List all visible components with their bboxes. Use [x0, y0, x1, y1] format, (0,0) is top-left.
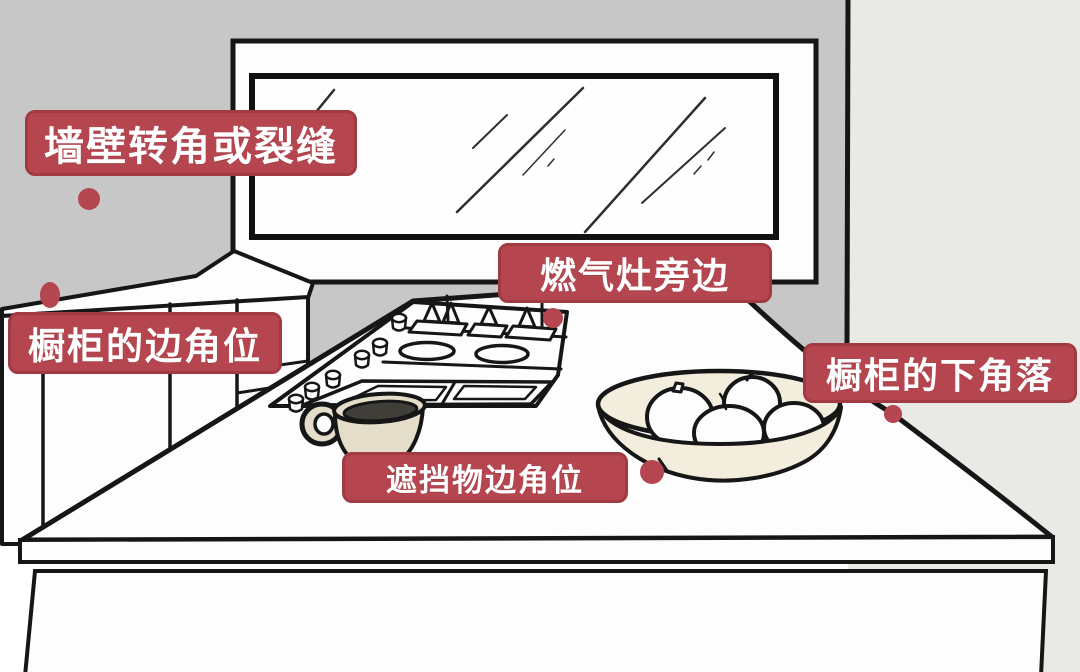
callout-dot-blocking-object-corner — [640, 460, 664, 484]
callout-dot-wall-corner-or-crack — [78, 188, 100, 210]
callout-dot-beside-gas-stove — [543, 308, 563, 328]
wall-corner-line — [844, 0, 851, 346]
island-base — [23, 569, 1049, 672]
burner-grates — [407, 294, 558, 342]
stove-knobs — [287, 312, 408, 413]
gas-stove — [268, 294, 569, 413]
callout-dot-cabinet-lower-corner — [884, 405, 902, 423]
callout-label-cabinet-lower-corner: 橱柜的下角落 — [803, 343, 1077, 403]
coffee-surface — [342, 399, 419, 423]
callout-dot-cabinet-edge-corner — [40, 282, 60, 308]
callout-label-cabinet-edge-corner: 橱柜的边角位 — [8, 312, 282, 374]
callout-label-wall-corner-or-crack: 墙壁转角或裂缝 — [25, 110, 357, 176]
burner-ring-left — [398, 340, 456, 362]
burner-ring-right — [474, 343, 530, 365]
callout-label-beside-gas-stove: 燃气灶旁边 — [498, 243, 772, 303]
island-edge-band — [18, 534, 1055, 564]
coffee-mug — [299, 391, 427, 468]
callout-label-blocking-object-corner: 遮挡物边角位 — [342, 452, 628, 503]
